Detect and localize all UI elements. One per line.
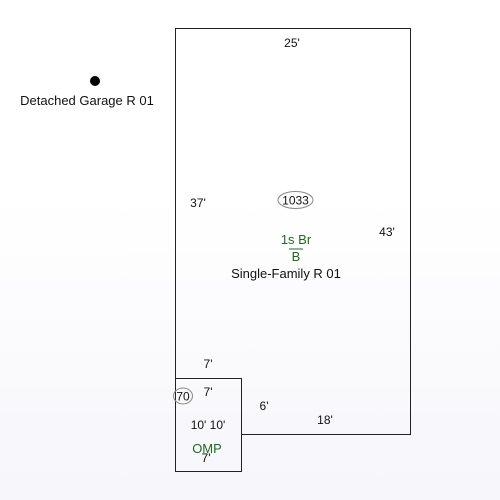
dwelling-label: Single-Family R 01	[231, 266, 341, 281]
porch-area-oval	[173, 387, 193, 405]
porch-bottom-dimension: 7'	[202, 451, 211, 465]
dwelling-top-dimension: 25'	[284, 36, 300, 50]
dwelling-right-dimension: 43'	[379, 225, 395, 239]
garage-label: Detached Garage R 01	[20, 93, 154, 108]
dwelling-basement-code: B	[292, 249, 301, 264]
porch-top-inside-dimension: 7'	[204, 385, 213, 399]
dwelling-bottom-dimension: 18'	[317, 413, 333, 427]
porch-side-dimensions: 10' 10'	[191, 418, 226, 432]
porch-outline[interactable]	[175, 378, 242, 472]
porch-top-outside-dimension: 7'	[204, 357, 213, 371]
dwelling-story-code: 1s Br	[281, 232, 312, 247]
dwelling-area: 1033	[282, 194, 309, 208]
porch-label: OMP	[192, 441, 222, 456]
dwelling-notch-dimension: 6'	[260, 399, 269, 413]
garage-point-marker[interactable]	[90, 76, 100, 86]
dwelling-left-dimension: 37'	[190, 196, 206, 210]
dwelling-area-oval	[277, 191, 314, 209]
porch-area: 70	[176, 390, 190, 404]
